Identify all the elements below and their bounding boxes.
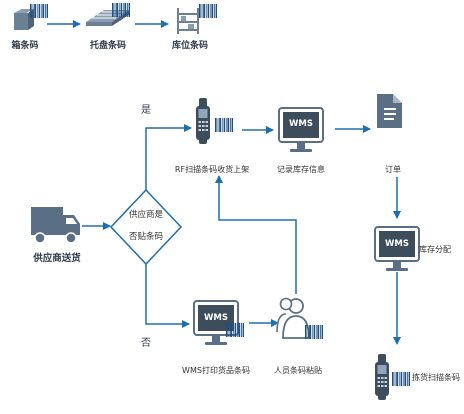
box-barcode-label: 箱条码 xyxy=(11,41,39,51)
rf-scanner-icon xyxy=(196,98,233,144)
no-branch-connector xyxy=(145,264,190,328)
yes-branch-connector xyxy=(145,124,192,190)
box-barcode-icon xyxy=(14,4,48,30)
decision-diamond xyxy=(109,188,183,266)
truck-icon xyxy=(31,207,80,244)
picking-scan-label: 拣货扫描条码 xyxy=(412,373,460,382)
decision-text-2: 否贴条码 xyxy=(128,232,164,242)
yes-label: 是 xyxy=(141,105,151,116)
no-label: 否 xyxy=(141,338,151,349)
wms-text-3: WMS xyxy=(204,313,228,323)
wms-text-1: WMS xyxy=(289,119,313,129)
arrow-person-to-rf xyxy=(215,175,297,294)
rf-scan-receive-label: RF扫描条码收货上架 xyxy=(174,165,250,174)
wms-monitor-record: WMS xyxy=(278,107,324,153)
manual-label-label: 人员条码粘贴 xyxy=(274,366,322,375)
wms-monitor-print: WMS xyxy=(193,300,244,346)
record-inventory-label: 记录库存信息 xyxy=(277,165,325,174)
pallet-barcode-icon xyxy=(86,3,130,26)
picking-scanner-icon xyxy=(375,354,410,400)
wms-text-2: WMS xyxy=(385,239,409,249)
inventory-allocation-label: 库存分配 xyxy=(419,245,451,254)
supplier-delivery-label: 供应商送货 xyxy=(33,253,81,264)
decision-text-1: 供应商是 xyxy=(128,210,164,220)
wms-print-label: WMS打印货品条码 xyxy=(182,366,250,375)
order-label: 订单 xyxy=(385,165,401,174)
location-barcode-icon xyxy=(177,4,217,34)
order-document-icon xyxy=(377,94,402,128)
location-barcode-label: 库位条码 xyxy=(171,41,209,51)
pallet-barcode-label: 托盘条码 xyxy=(89,41,127,51)
wms-monitor-allocation: WMS xyxy=(374,226,420,272)
person-icon xyxy=(276,297,323,339)
